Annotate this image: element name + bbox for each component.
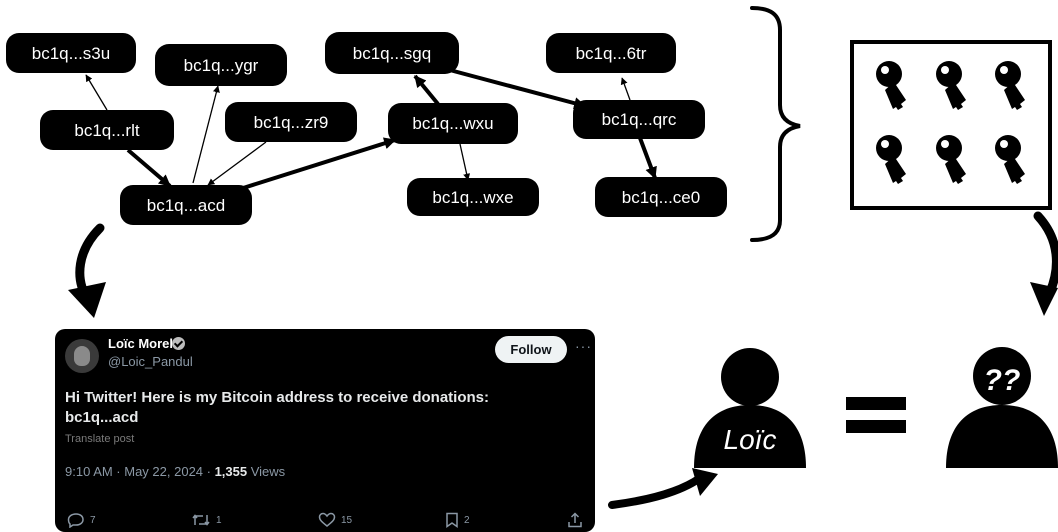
address-node-ce0: bc1q...ce0	[595, 177, 727, 217]
display-name[interactable]: Loïc Morel	[108, 336, 174, 351]
edge-zr9-acd	[207, 141, 267, 186]
address-label: bc1q...sgq	[353, 44, 431, 63]
address-label: bc1q...s3u	[32, 44, 110, 63]
person-name-label: Loïc	[724, 424, 777, 455]
question-mark-label: ??	[984, 364, 1021, 397]
curved-arrow-to-tweet	[68, 223, 106, 318]
repost-count: 1	[216, 514, 222, 526]
edge-wxu-wxe	[459, 143, 471, 181]
address-label: bc1q...ce0	[622, 188, 700, 207]
address-label: bc1q...acd	[147, 196, 225, 215]
like-button[interactable]: 15	[318, 512, 352, 528]
address-label: bc1q...zr9	[254, 113, 329, 132]
bookmark-icon	[446, 512, 458, 528]
person-icon-unknown: ??	[946, 347, 1058, 468]
edge-wxu-sgq	[413, 74, 440, 106]
reply-count: 7	[90, 514, 96, 526]
address-node-qrc: bc1q...qrc	[573, 100, 705, 139]
edge-qrc-ce0	[638, 137, 657, 180]
transaction-edges	[85, 67, 657, 191]
bookmark-count: 2	[464, 514, 470, 526]
like-count: 15	[341, 514, 353, 526]
edge-acd-wxu	[239, 137, 397, 191]
tweet-text: Hi Twitter! Here is my Bitcoin address t…	[65, 389, 489, 406]
tweet-address: bc1q...acd	[65, 409, 139, 426]
repost-icon	[192, 514, 210, 526]
edge-qrc-6tr	[620, 77, 631, 101]
tweet-card: Loïc Morel @Loic_Pandul Follow ··· Hi Tw…	[55, 329, 595, 532]
translate-post-link[interactable]: Translate post	[65, 433, 135, 445]
share-button[interactable]	[567, 512, 583, 528]
wallet-keys-box	[850, 40, 1052, 210]
user-handle[interactable]: @Loic_Pandul	[108, 354, 193, 369]
views-label: Views	[247, 464, 286, 479]
edge-rlt-acd	[126, 148, 172, 188]
address-node-zr9: bc1q...zr9	[225, 102, 357, 142]
address-label: bc1q...ygr	[184, 56, 259, 75]
curly-brace	[750, 6, 801, 242]
address-label: bc1q...rlt	[74, 121, 139, 140]
tweet-timestamp: 9:10 AM · May 22, 2024 ·	[65, 464, 215, 479]
tweet-meta: 9:10 AM · May 22, 2024 · 1,355 Views	[65, 464, 285, 479]
address-node-wxu: bc1q...wxu	[388, 103, 518, 144]
address-label: bc1q...wxe	[432, 188, 513, 207]
heart-icon	[318, 512, 336, 527]
views-count: 1,355	[214, 464, 248, 479]
reply-icon	[67, 513, 84, 528]
address-node-wxe: bc1q...wxe	[407, 178, 539, 216]
edge-acd-ygr	[192, 85, 220, 184]
address-label: bc1q...qrc	[602, 110, 677, 129]
avatar[interactable]	[65, 339, 99, 373]
address-node-sgq: bc1q...sgq	[325, 32, 459, 74]
address-node-6tr: bc1q...6tr	[546, 33, 676, 73]
verified-badge-icon	[172, 337, 185, 350]
address-node-acd: bc1q...acd	[120, 185, 252, 225]
follow-button[interactable]: Follow	[495, 336, 567, 363]
address-node-rlt: bc1q...rlt	[40, 110, 174, 150]
address-label: bc1q...6tr	[576, 44, 647, 63]
share-icon	[568, 512, 582, 528]
address-node-s3u: bc1q...s3u	[6, 33, 136, 73]
person-icon-loic: Loïc	[694, 348, 806, 468]
repost-button[interactable]: 1	[191, 512, 222, 528]
curved-arrow-from-keys	[1030, 211, 1058, 316]
address-node-ygr: bc1q...ygr	[155, 44, 287, 86]
edge-rlt-s3u	[85, 74, 108, 111]
bookmark-button[interactable]: 2	[445, 512, 470, 528]
curved-arrow-to-loic	[608, 468, 718, 509]
reply-button[interactable]: 7	[67, 512, 96, 528]
address-label: bc1q...wxu	[412, 114, 493, 133]
more-options-icon[interactable]: ···	[575, 338, 592, 354]
edge-sgq-qrc	[445, 67, 587, 110]
equals-sign	[846, 397, 906, 433]
